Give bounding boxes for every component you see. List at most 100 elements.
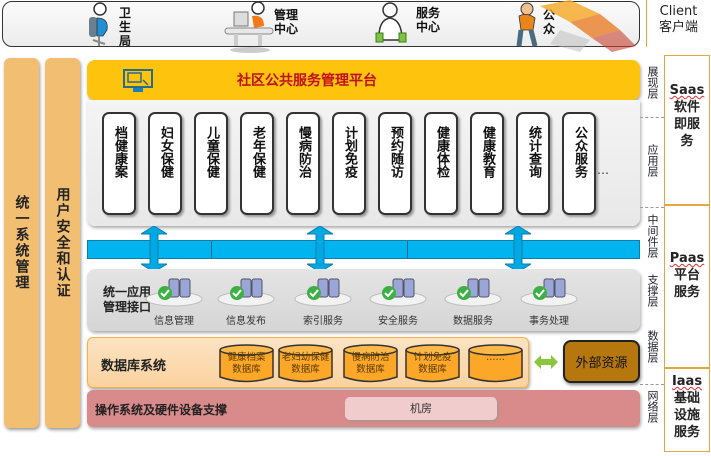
layer-label-data: 数据层 (646, 330, 659, 363)
saas-box: Saas 软件即服务 (664, 55, 710, 205)
app-card: 妇女保健 (148, 112, 182, 215)
database-cylinder: 健康档案数据库 (218, 344, 275, 384)
actor-label: 公众 (543, 8, 556, 36)
database-icon (405, 344, 460, 383)
paas-box: Paas 平台服务 (664, 205, 710, 368)
database-cylinder: …… (467, 344, 524, 384)
actor-health-bureau: 卫生局 (85, 0, 145, 48)
actor-label: 管理中心 (274, 8, 299, 36)
layer-label-support: 支撑层 (646, 274, 659, 307)
database-cylinder: 老妇幼保健数据库 (277, 344, 334, 384)
database-label-line1: …… (486, 352, 505, 363)
client-label: Client 客户端 (646, 0, 710, 47)
app-card-label: 公众服务 (572, 126, 587, 178)
interface-service: 信息管理 (139, 275, 209, 327)
user-security-auth-bar: 用户安全和认证 (45, 58, 80, 428)
saas-label-en: Saas (669, 83, 705, 98)
database-label: …… (467, 352, 524, 364)
service-label: 索引服务 (303, 316, 343, 327)
paas-label-zh: 平台服务 (673, 268, 700, 300)
person-with-bags-icon (375, 2, 407, 43)
app-card: 档健康案 (102, 112, 136, 215)
app-card-label: 慢病防治 (296, 126, 311, 178)
bidirectional-arrow-icon (505, 226, 531, 272)
database-label-line1: 健康档案 (227, 352, 266, 363)
database-label-line1: 老妇幼保健 (281, 352, 330, 363)
client-label-zh: 客户端 (658, 20, 698, 35)
vbar-label: 统一系统管理 (13, 195, 30, 291)
interface-service: 安全服务 (363, 275, 433, 327)
server-check-icon (294, 278, 352, 307)
database-title: 数据库系统 (101, 359, 167, 374)
app-card: 公众服务 (562, 112, 596, 215)
saas-label-zh: 软件即服务 (673, 100, 700, 149)
interface-service: 数据服务 (438, 275, 508, 327)
app-card: 老年保健 (240, 112, 274, 215)
middleware-bar (87, 240, 640, 259)
database-label: 慢病防治数据库 (342, 352, 399, 376)
app-card: 健康教育 (470, 112, 504, 215)
server-check-icon (369, 278, 427, 307)
service-label: 事务处理 (529, 316, 569, 327)
database-label-line1: 慢病防治 (351, 352, 390, 363)
infrastructure-area: 操作系统及硬件设备支撑 机房 (87, 390, 640, 427)
database-label: 计划免疫数据库 (404, 352, 461, 376)
service-label: 信息发布 (226, 316, 266, 327)
app-card-label: 儿童保健 (204, 126, 219, 178)
monitor-icon (123, 69, 153, 92)
layer-label-application: 应用层 (646, 144, 659, 177)
database-label-line2: 数据库 (291, 364, 320, 375)
iaas-label-en: Iaas (671, 374, 703, 389)
client-label-en: Client (659, 4, 698, 19)
service-label: 信息管理 (154, 316, 194, 327)
app-card: 健康体检 (424, 112, 458, 215)
database-cylinder: 计划免疫数据库 (404, 344, 461, 384)
database-label: 健康档案数据库 (218, 352, 275, 376)
app-card: 计划免疫 (332, 112, 366, 215)
app-card: 儿童保健 (194, 112, 228, 215)
bidirectional-arrow-icon (307, 226, 333, 272)
double-arrow-icon (534, 355, 558, 369)
vbar-label: 用户安全和认证 (54, 187, 71, 299)
app-card: 统计查询 (516, 112, 550, 215)
app-card-label: 妇女保健 (158, 126, 173, 178)
actor-management-center: 管理中心 (222, 0, 312, 53)
interface-title-line2: 管理接口 (103, 300, 152, 314)
layer-label-network: 网络层 (646, 390, 659, 423)
actor-service-center: 服务中心 (374, 0, 454, 46)
interface-service: 事务处理 (514, 275, 584, 327)
service-label: 数据服务 (453, 316, 493, 327)
app-card: 慢病防治 (286, 112, 320, 215)
machine-room: 机房 (345, 397, 497, 420)
database-icon (219, 344, 274, 383)
server-check-icon (217, 278, 275, 307)
database-label-line2: 数据库 (232, 364, 261, 375)
middleware-segment (88, 241, 212, 258)
app-card-label: 健康教育 (480, 126, 495, 178)
service-label: 安全服务 (378, 316, 418, 327)
platform-banner: 社区公共服务管理平台 (87, 60, 640, 100)
actor-label: 卫生局 (119, 6, 132, 48)
layer-label-middleware: 中间件层 (646, 214, 659, 258)
database-icon (278, 344, 333, 383)
interface-title: 统一应用 管理接口 (103, 285, 151, 315)
unified-system-management-bar: 统一系统管理 (4, 58, 39, 428)
app-card-label: 计划免疫 (342, 126, 357, 178)
external-resources: 外部资源 (563, 340, 640, 383)
layer-divider (640, 207, 664, 208)
actor-public: 公众 (515, 0, 565, 47)
app-card-label: 老年保健 (250, 126, 265, 178)
person-at-desk-icon (89, 2, 108, 46)
bidirectional-arrow-icon (141, 226, 167, 272)
infrastructure-title: 操作系统及硬件设备支撑 (95, 403, 228, 417)
database-label: 老妇幼保健数据库 (277, 352, 334, 376)
layer-label-presentation: 展现层 (646, 66, 659, 99)
database-label-line1: 计划免疫 (413, 352, 452, 363)
middleware-segment (212, 241, 408, 258)
server-check-icon (520, 278, 578, 307)
person-at-computer-icon (224, 1, 274, 53)
app-card-label: 健康体检 (434, 126, 449, 178)
app-card-label: 预约随访 (388, 126, 403, 178)
app-card: 预约随访 (378, 112, 412, 215)
iaas-box: Iaas 基础设施服务 (664, 368, 710, 452)
